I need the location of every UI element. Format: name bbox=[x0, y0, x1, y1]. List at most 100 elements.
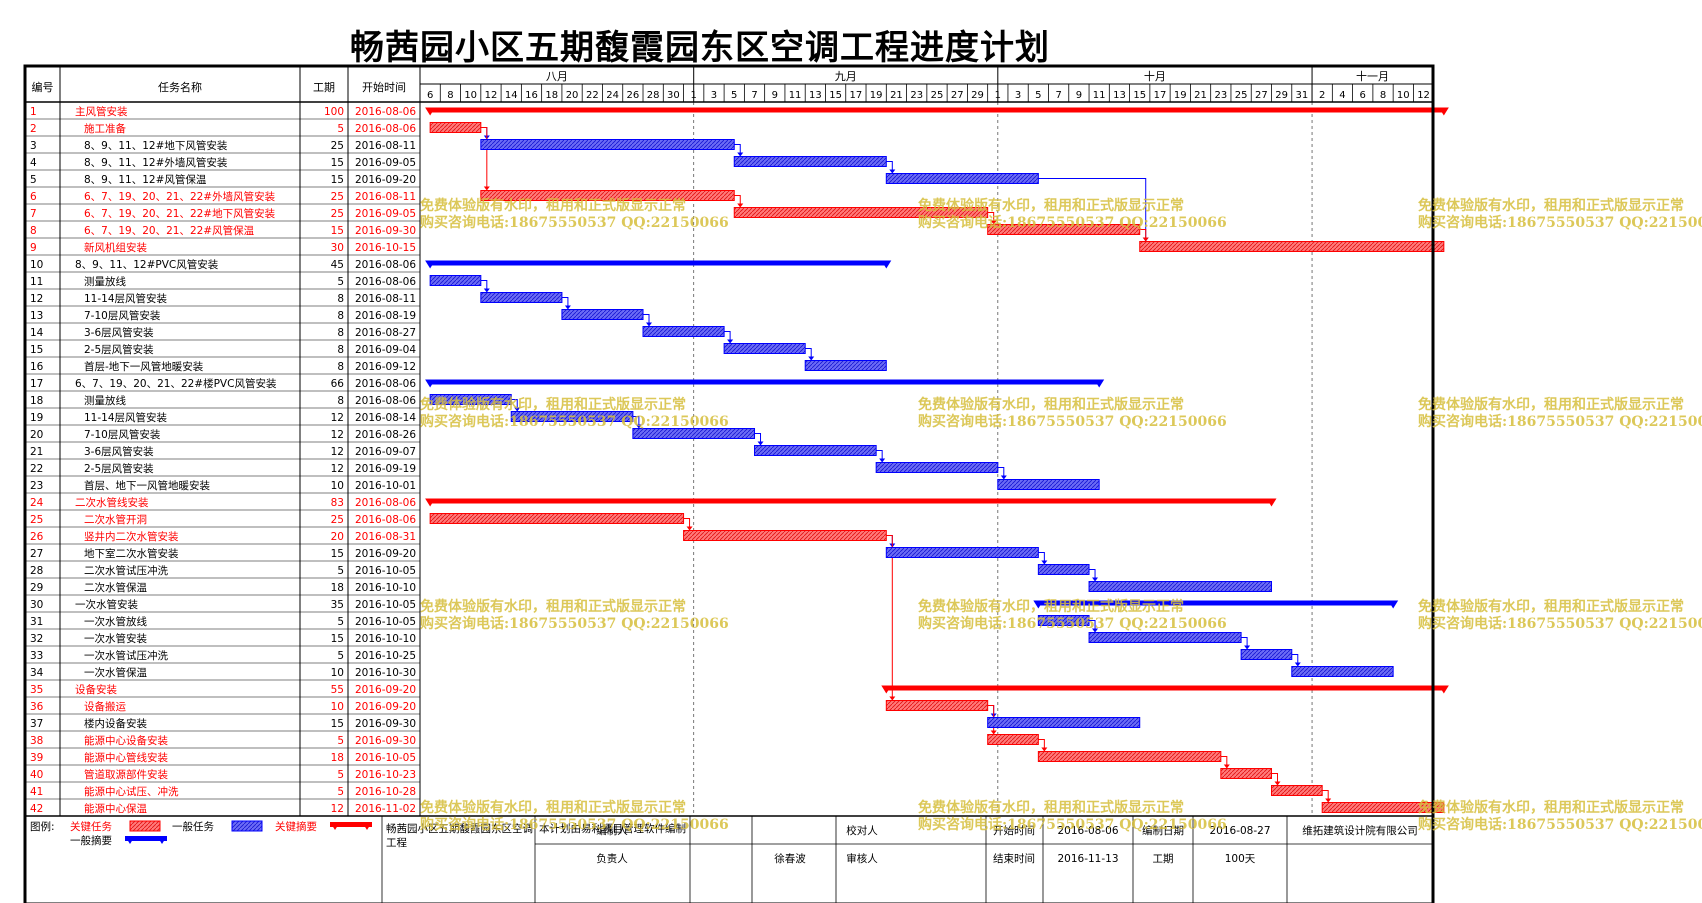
task-name: 施工准备 bbox=[84, 122, 126, 135]
dependency-link bbox=[480, 280, 488, 290]
task-id: 20 bbox=[30, 429, 43, 441]
dependency-link bbox=[734, 195, 741, 205]
task-name: 一次水管放线 bbox=[84, 615, 147, 628]
task-start: 2016-10-25 bbox=[355, 650, 416, 662]
task-id: 29 bbox=[30, 582, 43, 594]
legend-normal-summary-label: 一般摘要 bbox=[70, 834, 112, 847]
day-tick-label: 12 bbox=[1417, 90, 1430, 101]
footer-company: 维拓建筑设计院有限公司 bbox=[1302, 824, 1418, 837]
legend-critical-task-swatch bbox=[129, 820, 161, 832]
task-name: 能源中心试压、冲洗 bbox=[84, 785, 179, 798]
task-name: 设备安装 bbox=[75, 683, 117, 696]
task-id: 7 bbox=[30, 208, 37, 220]
task-name: 首层、地下一风管地暖安装 bbox=[84, 479, 210, 492]
dependency-arrowhead bbox=[1325, 798, 1332, 803]
day-tick-label: 12 bbox=[485, 90, 498, 101]
task-bar bbox=[1240, 649, 1293, 660]
task-name: 楼内设备安装 bbox=[84, 717, 147, 730]
dependency-arrowhead bbox=[889, 696, 896, 701]
task-id: 17 bbox=[30, 378, 43, 390]
footer-duration: 100天 bbox=[1225, 853, 1256, 865]
task-id: 36 bbox=[30, 701, 44, 713]
task-name: 2-5层风管安装 bbox=[84, 462, 154, 475]
task-name: 6、7、19、20、21、22#风管保温 bbox=[84, 224, 255, 237]
task-duration: 25 bbox=[331, 208, 344, 220]
task-start: 2016-08-06 bbox=[355, 395, 416, 407]
task-start: 2016-08-31 bbox=[355, 531, 416, 543]
task-start: 2016-10-23 bbox=[355, 769, 416, 781]
footer-start: 2016-08-06 bbox=[1057, 825, 1118, 837]
task-start: 2016-09-20 bbox=[355, 701, 416, 713]
task-name: 二次水管线安装 bbox=[75, 496, 149, 509]
day-tick-label: 5 bbox=[1035, 90, 1041, 101]
task-bar bbox=[683, 530, 887, 541]
footer-project: 工程 bbox=[386, 837, 407, 849]
task-bar bbox=[1271, 785, 1323, 796]
task-start: 2016-08-06 bbox=[355, 276, 416, 288]
task-start: 2016-10-01 bbox=[355, 480, 416, 492]
task-duration: 8 bbox=[337, 361, 344, 373]
dependency-arrowhead bbox=[483, 288, 490, 293]
task-name: 11-14层风管安装 bbox=[84, 411, 168, 424]
task-id: 16 bbox=[30, 361, 44, 373]
dependency-arrowhead bbox=[1294, 662, 1301, 667]
day-tick-label: 28 bbox=[647, 90, 660, 101]
day-tick-label: 21 bbox=[890, 90, 903, 101]
task-bar bbox=[723, 343, 806, 354]
task-duration: 5 bbox=[337, 565, 344, 577]
legend-normal-summary-marker bbox=[125, 836, 135, 844]
task-id: 32 bbox=[30, 633, 43, 645]
task-start: 2016-10-05 bbox=[355, 565, 416, 577]
day-tick-label: 25 bbox=[931, 90, 944, 101]
day-tick-label: 10 bbox=[1397, 90, 1410, 101]
task-name: 8、9、11、12#地下风管安装 bbox=[84, 139, 228, 152]
dependency-arrowhead bbox=[564, 305, 571, 310]
task-duration: 12 bbox=[331, 446, 344, 458]
dependency-arrowhead bbox=[889, 169, 896, 174]
dependency-arrowhead bbox=[514, 407, 521, 412]
task-start: 2016-08-06 bbox=[355, 514, 416, 526]
summary-start-marker bbox=[1033, 600, 1044, 609]
task-duration: 45 bbox=[331, 259, 344, 271]
task-duration: 12 bbox=[331, 412, 344, 424]
dependency-link bbox=[724, 331, 731, 341]
task-name: 主风管安装 bbox=[75, 105, 128, 118]
task-bar bbox=[987, 224, 1141, 235]
task-bar bbox=[885, 547, 1039, 558]
day-tick-label: 26 bbox=[627, 90, 640, 101]
dependency-link bbox=[511, 399, 518, 409]
task-bar bbox=[987, 734, 1039, 745]
day-tick-label: 14 bbox=[505, 90, 518, 101]
task-start: 2016-08-06 bbox=[355, 259, 416, 271]
task-bar bbox=[642, 326, 725, 337]
summary-bar bbox=[886, 685, 1444, 691]
task-name: 地下室二次水管安装 bbox=[84, 547, 179, 560]
day-tick-label: 27 bbox=[951, 90, 964, 101]
task-bar bbox=[1220, 768, 1273, 779]
legend-label: 图例: bbox=[30, 820, 55, 833]
task-bar bbox=[632, 428, 756, 439]
task-bar bbox=[510, 411, 634, 422]
task-duration: 5 bbox=[337, 735, 344, 747]
task-id: 8 bbox=[30, 225, 37, 237]
task-duration: 25 bbox=[331, 140, 344, 152]
dependency-link bbox=[632, 416, 640, 426]
day-tick-label: 11 bbox=[1093, 90, 1106, 101]
footer-end-label: 结束时间 bbox=[993, 852, 1035, 865]
task-bar bbox=[1321, 802, 1445, 813]
footer-project: 畅茜园小区五期馥霞园东区空调 bbox=[386, 822, 533, 835]
task-id: 30 bbox=[30, 599, 43, 611]
day-tick-label: 23 bbox=[910, 90, 923, 101]
dependency-link bbox=[876, 450, 883, 460]
task-name: 6、7、19、20、21、22#地下风管安装 bbox=[84, 207, 276, 220]
dependency-link bbox=[1139, 229, 1147, 239]
summary-end-marker bbox=[1388, 600, 1399, 609]
task-start: 2016-09-07 bbox=[355, 446, 416, 458]
dependency-arrowhead bbox=[1041, 560, 1048, 565]
task-duration: 8 bbox=[337, 310, 344, 322]
task-id: 14 bbox=[30, 327, 44, 339]
day-tick-label: 13 bbox=[809, 90, 822, 101]
day-tick-label: 21 bbox=[1194, 90, 1207, 101]
task-start: 2016-08-06 bbox=[355, 123, 416, 135]
task-duration: 8 bbox=[337, 395, 344, 407]
